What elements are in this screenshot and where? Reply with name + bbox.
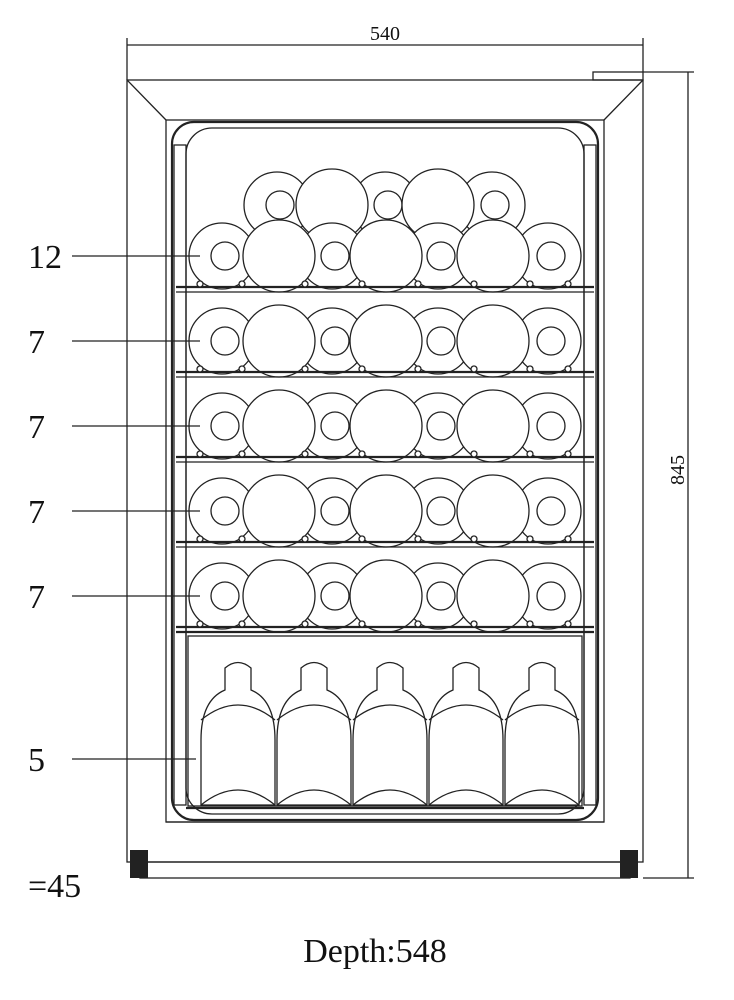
bottle-neck <box>426 581 456 611</box>
bottle-neck <box>265 190 295 220</box>
bottle-neck <box>320 326 350 356</box>
drawer-bottle <box>504 661 580 806</box>
bottle-front <box>456 219 530 293</box>
capacity-labels: 12 7 7 7 7 5 <box>28 239 200 779</box>
drawer-bottle <box>276 661 352 806</box>
bottle-front <box>456 389 530 463</box>
height-dimension: 845 <box>643 71 694 879</box>
shelf-capacity-label: 7 <box>28 324 45 361</box>
shelf-capacity-label: 12 <box>28 239 62 276</box>
right-foot <box>620 850 638 878</box>
shelf-5 <box>176 559 594 633</box>
bottle-neck <box>536 326 566 356</box>
bottle-neck <box>210 326 240 356</box>
shelf-4 <box>176 474 594 548</box>
drawer-bottle <box>428 661 504 806</box>
bottle-front <box>456 304 530 378</box>
drawer-capacity-label: 5 <box>28 742 45 779</box>
bottle-neck <box>210 496 240 526</box>
bottle-neck <box>210 241 240 271</box>
bottle-front <box>456 559 530 633</box>
bottle-neck <box>480 190 510 220</box>
bottom-drawer <box>176 630 594 810</box>
drawer-bottle <box>200 661 276 806</box>
bottle-neck <box>320 496 350 526</box>
depth-label: Depth:548 <box>303 933 447 970</box>
bottle-neck <box>210 411 240 441</box>
top-stack-row <box>243 168 526 242</box>
shelf-capacity-label: 7 <box>28 409 45 446</box>
shelf-1 <box>176 219 594 293</box>
bottle-neck <box>426 496 456 526</box>
shelf-3 <box>176 389 594 463</box>
bottle-neck <box>210 581 240 611</box>
width-dimension: 540 <box>126 23 644 80</box>
bottle-neck <box>536 241 566 271</box>
bottle-neck <box>373 190 403 220</box>
width-label: 540 <box>370 23 400 45</box>
drawer-bottle <box>352 661 428 806</box>
bottle-neck <box>426 241 456 271</box>
bottle-neck <box>320 241 350 271</box>
wine-racks <box>176 168 594 633</box>
bottle-neck <box>320 581 350 611</box>
shelf-capacity-label: 7 <box>28 579 45 616</box>
shelf-capacity-label: 7 <box>28 494 45 531</box>
bottle-neck <box>536 581 566 611</box>
bottle-neck <box>426 411 456 441</box>
height-label: 845 <box>667 455 689 485</box>
total-capacity-label: =45 <box>28 868 81 905</box>
left-foot <box>130 850 148 878</box>
shelf-2 <box>176 304 594 378</box>
cabinet <box>126 71 644 879</box>
bottle-neck <box>320 411 350 441</box>
bottle-neck <box>426 326 456 356</box>
bottle-front <box>456 474 530 548</box>
bottle-neck <box>536 496 566 526</box>
bottle-neck <box>536 411 566 441</box>
